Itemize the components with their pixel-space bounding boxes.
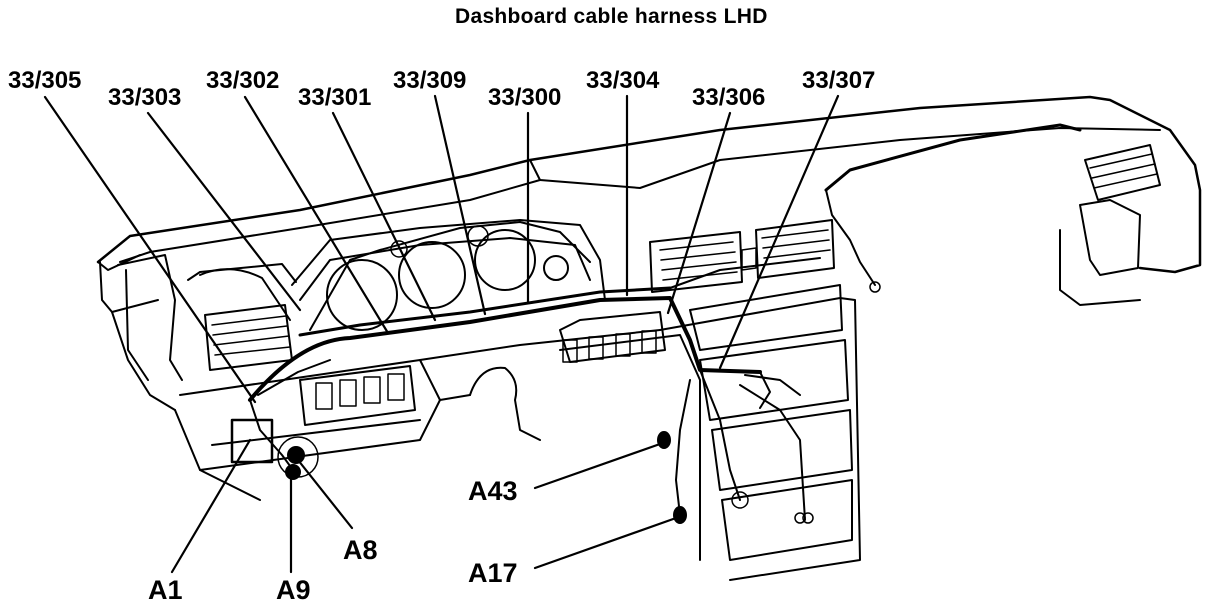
leader-a17 bbox=[533, 516, 678, 570]
leader-a1 bbox=[170, 438, 252, 574]
callout-33-300: 33/300 bbox=[488, 84, 562, 111]
center-vent-right bbox=[755, 219, 835, 279]
callout-33-309: 33/309 bbox=[393, 67, 467, 94]
callout-33-302: 33/302 bbox=[206, 67, 280, 94]
callout-a43: A43 bbox=[468, 476, 518, 506]
callout-33-307: 33/307 bbox=[802, 67, 876, 94]
gauge-speedometer bbox=[326, 259, 398, 331]
callout-33-306: 33/306 bbox=[692, 84, 766, 111]
leader-33-301 bbox=[331, 111, 437, 322]
callout-33-303: 33/303 bbox=[108, 84, 182, 111]
instrument-hood bbox=[291, 219, 606, 301]
leader-33-307 bbox=[718, 94, 840, 370]
gauge-tachometer bbox=[398, 241, 466, 309]
gauge-fuel bbox=[474, 229, 536, 291]
dashboard-outline bbox=[96, 95, 1202, 274]
center-console bbox=[659, 297, 861, 581]
callout-33-301: 33/301 bbox=[298, 84, 372, 111]
diagram-title: Dashboard cable harness LHD bbox=[455, 5, 768, 28]
leader-33-309 bbox=[433, 94, 487, 316]
gauge-temp bbox=[543, 255, 569, 281]
leader-a8 bbox=[296, 458, 354, 530]
leader-33-303 bbox=[146, 111, 302, 312]
center-vent-left bbox=[649, 231, 743, 293]
leader-33-302 bbox=[243, 95, 390, 335]
right-air-vent bbox=[1084, 144, 1161, 201]
callout-33-304: 33/304 bbox=[586, 67, 660, 94]
connector-a8 bbox=[287, 446, 305, 464]
main-harness bbox=[248, 296, 762, 402]
callout-33-305: 33/305 bbox=[8, 67, 82, 94]
callout-a1: A1 bbox=[148, 575, 183, 605]
leader-33-305 bbox=[43, 95, 257, 404]
callout-a8: A8 bbox=[343, 535, 378, 565]
leader-33-306 bbox=[666, 111, 732, 315]
callout-a9: A9 bbox=[276, 575, 311, 605]
connector-a43 bbox=[657, 431, 671, 449]
light-switch-block bbox=[230, 418, 274, 464]
callout-a17: A17 bbox=[468, 558, 518, 588]
leader-lines bbox=[43, 94, 840, 574]
leader-a43 bbox=[533, 442, 662, 490]
